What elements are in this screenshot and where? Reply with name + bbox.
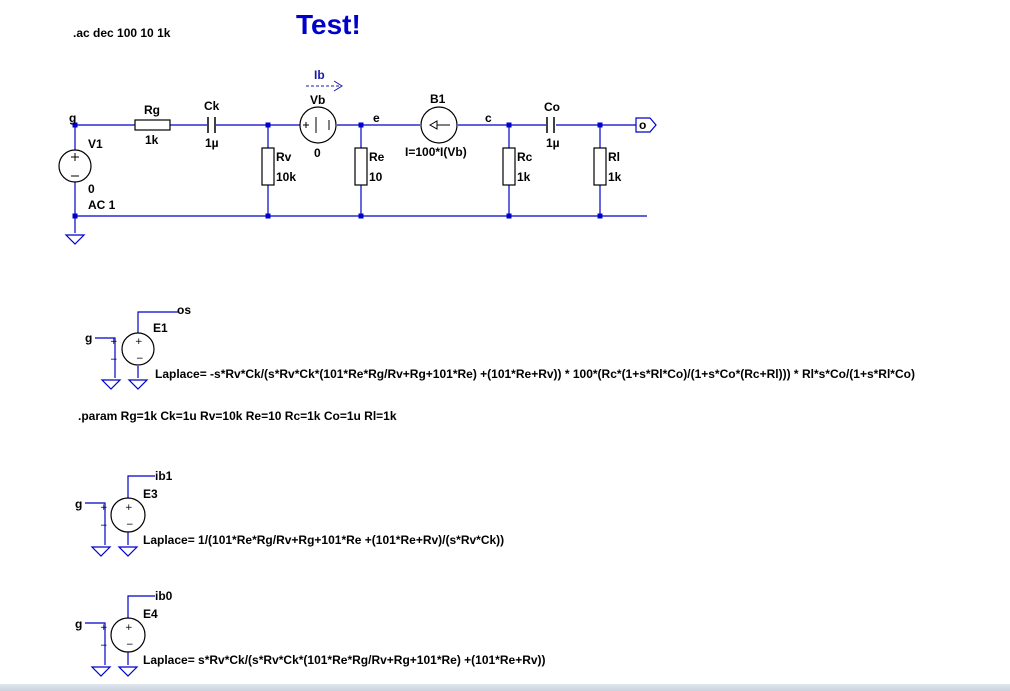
v1-ac: AC 1 bbox=[88, 198, 116, 212]
current-arrow-icon bbox=[306, 80, 343, 92]
e3-laplace-expr: Laplace= 1/(101*Re*Rg/Rv+Rg+101*Re +(101… bbox=[143, 533, 504, 547]
e4-minus-sign: − bbox=[126, 640, 134, 650]
e1-output-net: os bbox=[177, 303, 191, 317]
e1-wires bbox=[95, 311, 178, 390]
param-directive[interactable]: .param Rg=1k Ck=1u Rv=10k Re=10 Rc=1k Co… bbox=[78, 409, 397, 423]
rl-value: 1k bbox=[608, 170, 622, 184]
rc-value: 1k bbox=[517, 170, 531, 184]
rv-value: 10k bbox=[276, 170, 296, 184]
e3-plus-sign: + bbox=[125, 503, 133, 513]
e4-input-net: g bbox=[75, 617, 82, 631]
v1-name: V1 bbox=[88, 137, 103, 151]
e4-in-plus: + bbox=[100, 623, 108, 633]
resistor-rl[interactable]: Rl 1k bbox=[593, 147, 622, 186]
capacitor-co[interactable]: Co 1µ bbox=[544, 100, 560, 150]
net-label-e: e bbox=[373, 111, 380, 125]
junction-dots bbox=[72, 122, 603, 219]
e4-output-net: ib0 bbox=[155, 589, 173, 603]
e4-laplace-expr: Laplace= s*Rv*Ck/(s*Rv*Ck*(101*Re*Rg/Rv+… bbox=[143, 653, 546, 667]
e1-minus-sign: − bbox=[136, 354, 144, 364]
re-name: Re bbox=[369, 150, 385, 164]
e1-in-plus: + bbox=[110, 337, 118, 347]
laplace-source-e4[interactable]: + − + − g ib0 E4 Laplace= s*Rv*Ck/(s*Rv*… bbox=[75, 589, 546, 677]
b1-value: I=100*I(Vb) bbox=[405, 145, 467, 159]
ground-symbol-main bbox=[64, 234, 86, 245]
e3-in-minus: − bbox=[100, 521, 108, 531]
re-value: 10 bbox=[369, 170, 383, 184]
ck-value: 1µ bbox=[205, 136, 219, 150]
current-label-ib: Ib bbox=[314, 68, 325, 82]
e4-plus-sign: + bbox=[125, 623, 133, 633]
co-name: Co bbox=[544, 100, 560, 114]
laplace-source-e1[interactable]: + − + − g os E1 Laplace= -s*Rv*Ck/(s*Rv*… bbox=[85, 303, 915, 390]
resistor-rc[interactable]: Rc 1k bbox=[502, 147, 533, 186]
resistor-rv[interactable]: Rv 10k bbox=[261, 147, 296, 186]
e4-wires bbox=[85, 595, 155, 677]
current-source-b1[interactable]: B1 I=100*I(Vb) bbox=[405, 92, 467, 159]
vb-name: Vb bbox=[310, 93, 325, 107]
net-label-c: c bbox=[485, 111, 492, 125]
e3-wires bbox=[85, 475, 155, 557]
ac-directive[interactable]: .ac dec 100 10 1k bbox=[73, 26, 171, 40]
output-port-o[interactable]: o bbox=[635, 117, 657, 133]
e1-input-net: g bbox=[85, 331, 92, 345]
capacitor-ck[interactable]: Ck 1µ bbox=[204, 99, 220, 150]
rc-name: Rc bbox=[517, 150, 533, 164]
e3-output-net: ib1 bbox=[155, 469, 173, 483]
b1-name: B1 bbox=[430, 92, 446, 106]
co-value: 1µ bbox=[546, 136, 560, 150]
main-wires bbox=[74, 124, 647, 233]
schematic-title: Test! bbox=[296, 9, 361, 40]
e1-in-minus: − bbox=[110, 355, 118, 365]
window-bottom-strip bbox=[0, 684, 1010, 691]
e3-minus-sign: − bbox=[126, 520, 134, 530]
resistor-rg[interactable]: Rg 1k bbox=[134, 103, 171, 147]
laplace-source-e3[interactable]: + − + − g ib1 E3 Laplace= 1/(101*Re*Rg/R… bbox=[75, 469, 504, 557]
e3-input-net: g bbox=[75, 497, 82, 511]
resistor-re[interactable]: Re 10 bbox=[354, 147, 385, 186]
e1-plus-sign: + bbox=[135, 337, 143, 347]
e3-in-plus: + bbox=[100, 503, 108, 513]
v1-value: 0 bbox=[88, 182, 95, 196]
e4-name: E4 bbox=[143, 607, 158, 621]
ck-name: Ck bbox=[204, 99, 220, 113]
rg-name: Rg bbox=[144, 103, 160, 117]
net-label-o: o bbox=[639, 118, 646, 132]
vb-value: 0 bbox=[314, 146, 321, 160]
rv-name: Rv bbox=[276, 150, 292, 164]
voltage-source-vb[interactable]: Vb 0 Ib bbox=[299, 68, 343, 160]
rl-name: Rl bbox=[608, 150, 620, 164]
e1-laplace-expr: Laplace= -s*Rv*Ck/(s*Rv*Ck*(101*Re*Rg/Rv… bbox=[155, 367, 915, 381]
e3-name: E3 bbox=[143, 487, 158, 501]
voltage-source-v1[interactable]: V1 0 AC 1 bbox=[58, 137, 116, 212]
e1-name: E1 bbox=[153, 321, 168, 335]
e4-in-minus: − bbox=[100, 641, 108, 651]
net-label-g: g bbox=[69, 111, 76, 125]
rg-value: 1k bbox=[145, 133, 159, 147]
